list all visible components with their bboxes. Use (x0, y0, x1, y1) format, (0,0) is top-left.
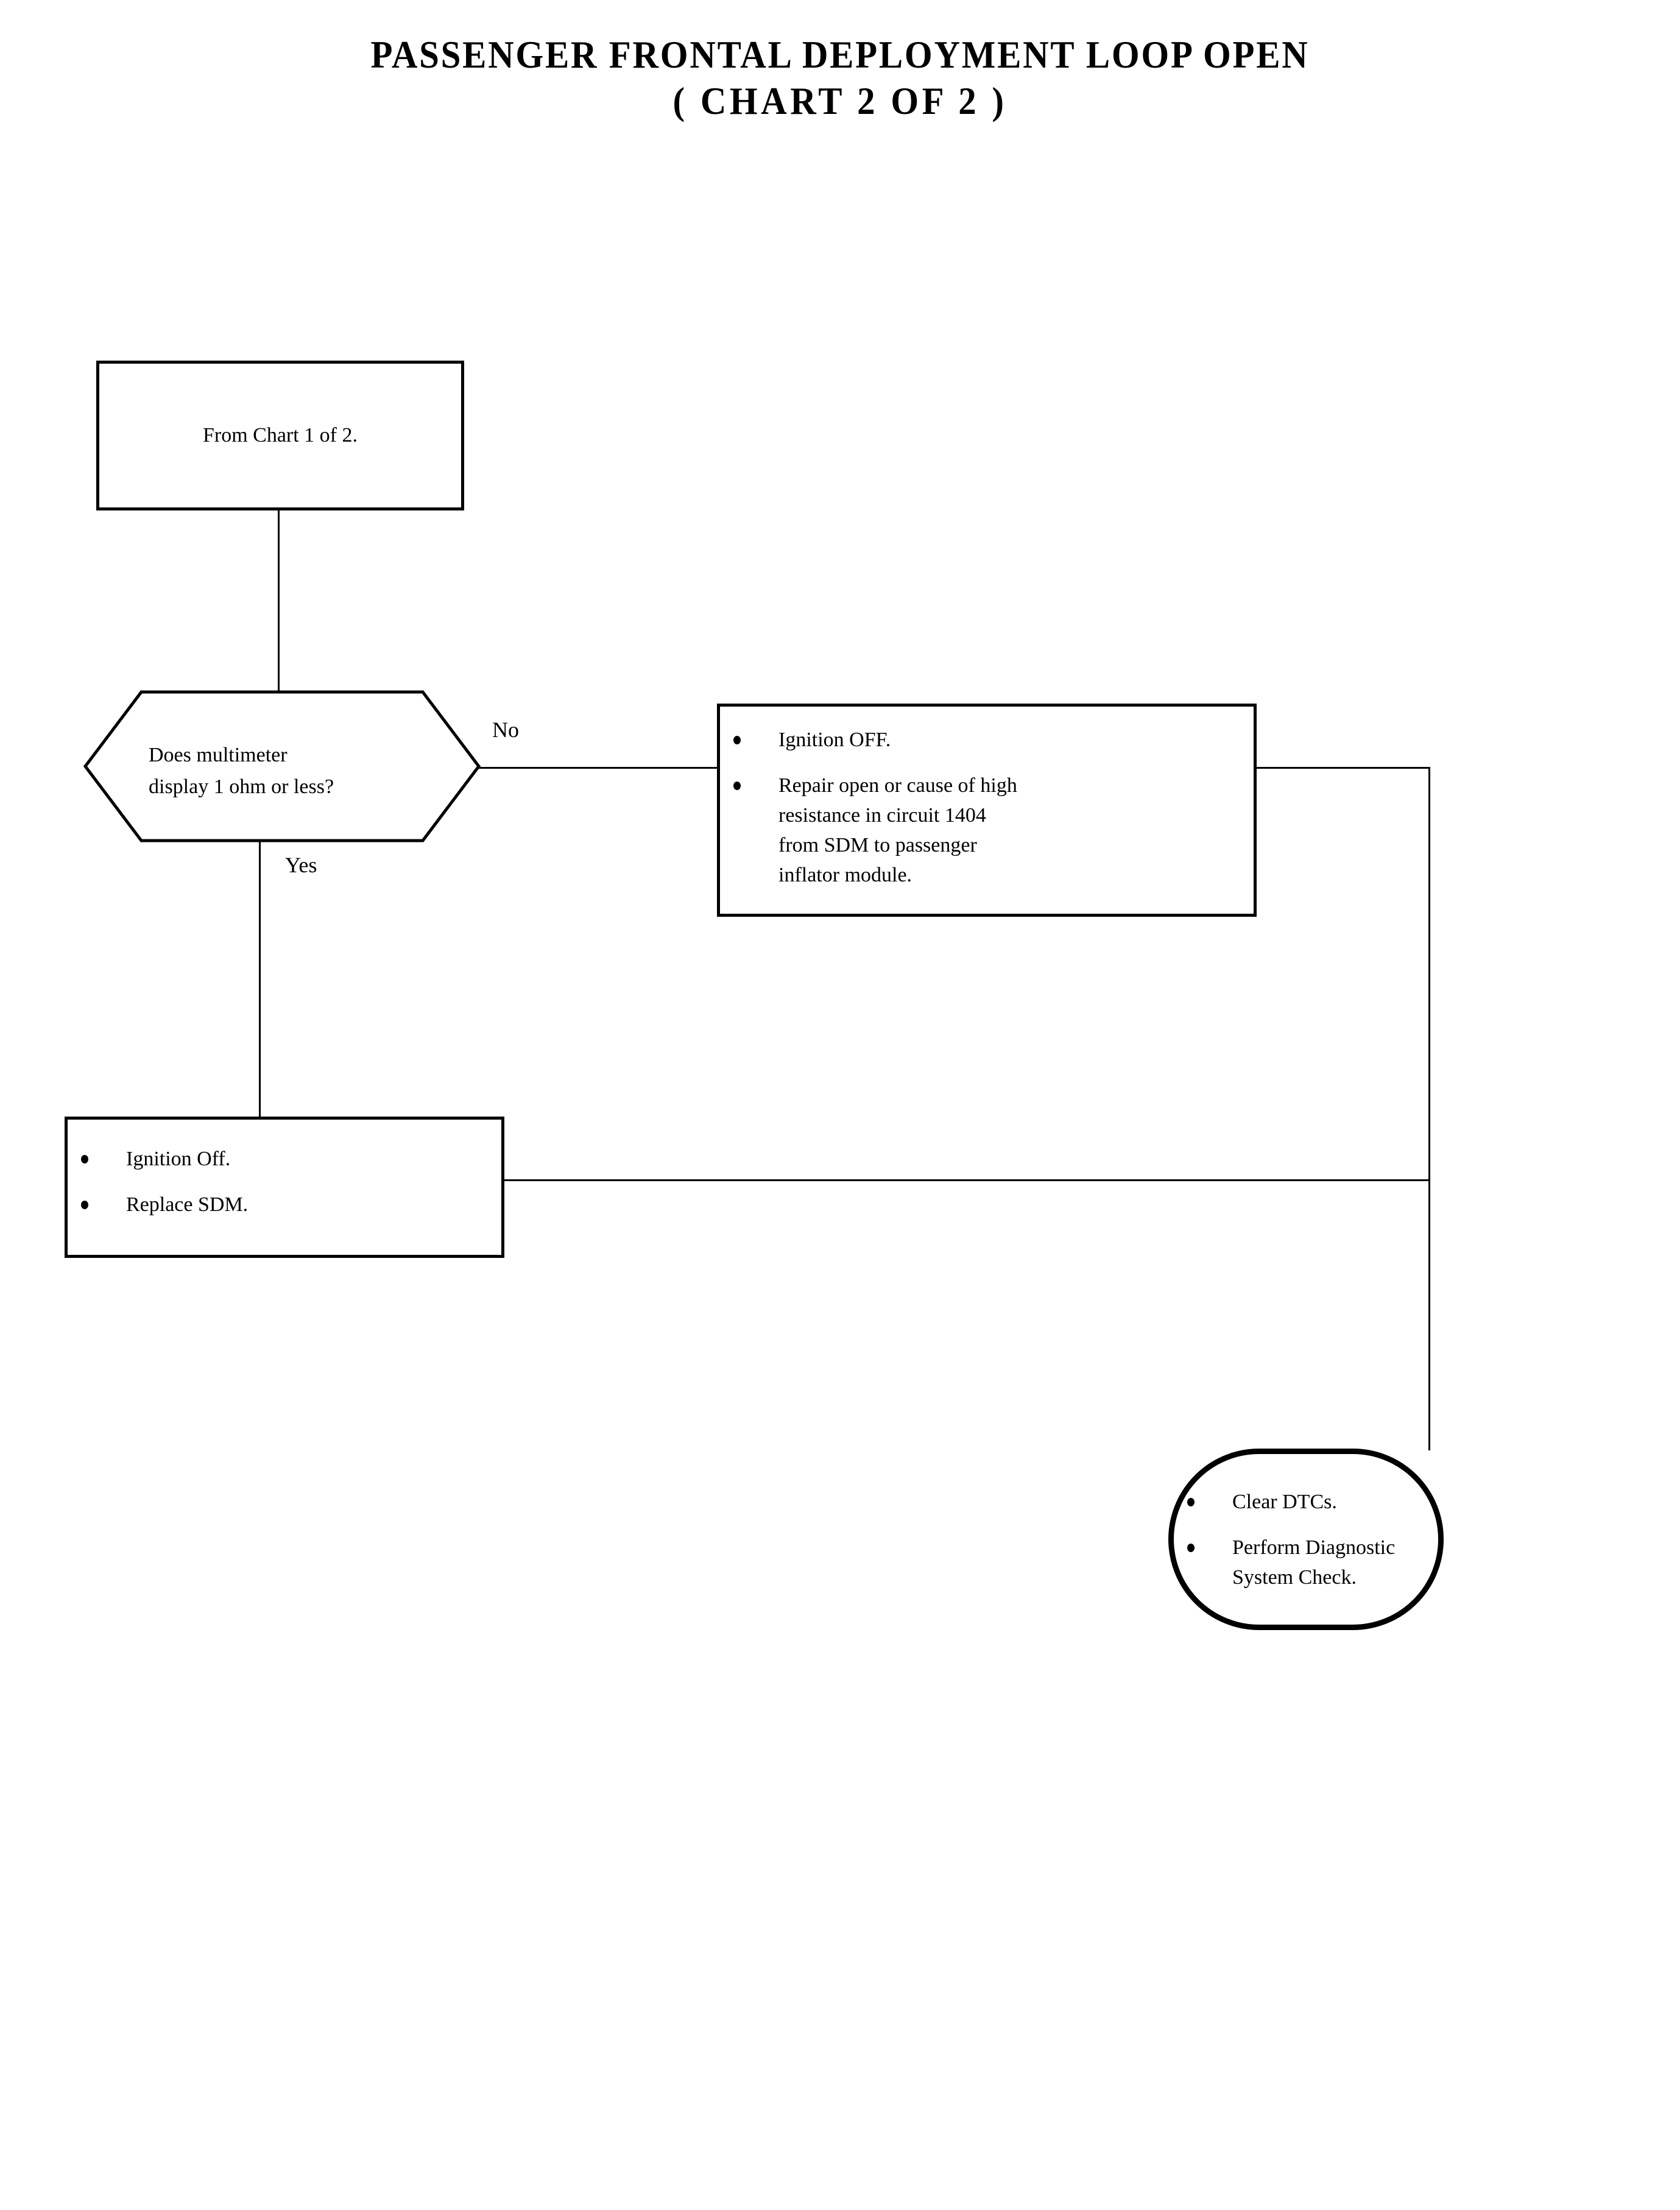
connector-decision-to-repair (478, 767, 718, 769)
node-decision-line-1: Does multimeter (149, 744, 288, 766)
node-replace-sdm-bullet-2: Replace SDM. (126, 1193, 249, 1216)
node-from-chart-1-label: From Chart 1 of 2. (202, 424, 358, 447)
node-finish-clear-dtcs[interactable]: Clear DTCs. Perform Diagnostic System Ch… (1168, 1449, 1444, 1630)
bullet-dot-icon (81, 1155, 88, 1163)
hexagon-shape (83, 690, 481, 842)
page-title: PASSENGER FRONTAL DEPLOYMENT LOOP OPEN (… (0, 32, 1680, 124)
connector-repair-to-rail (1255, 767, 1430, 769)
list-item: Clear DTCs. (1174, 1487, 1438, 1517)
page-title-line-2: ( CHART 2 OF 2 ) (672, 79, 1008, 122)
node-repair-open-bullet-2-line-1: Repair open or cause of high (778, 774, 1017, 797)
node-repair-open[interactable]: Ignition OFF. Repair open or cause of hi… (717, 704, 1257, 917)
list-item: Repair open or cause of high resistance … (720, 771, 1254, 890)
node-decision-text: Does multimeter display 1 ohm or less? (149, 740, 429, 803)
bullet-dot-icon (733, 736, 741, 744)
node-from-chart-1[interactable]: From Chart 1 of 2. (96, 361, 464, 510)
node-finish-list: Clear DTCs. Perform Diagnostic System Ch… (1174, 1487, 1438, 1592)
connector-rail-to-finish (1428, 767, 1430, 1450)
connector-replace-to-rail (504, 1179, 1430, 1181)
node-replace-sdm-bullet-1: Ignition Off. (126, 1148, 231, 1170)
bullet-dot-icon (1187, 1498, 1195, 1506)
connector-start-to-decision (278, 510, 280, 693)
node-repair-open-list: Ignition OFF. Repair open or cause of hi… (720, 725, 1254, 890)
edge-label-no: No (492, 718, 519, 742)
node-decision-multimeter[interactable]: Does multimeter display 1 ohm or less? (83, 690, 481, 843)
node-decision-line-2: display 1 ohm or less? (149, 775, 334, 798)
node-repair-open-bullet-2-line-3: from SDM to passenger (778, 834, 977, 856)
node-finish-bullet-1: Clear DTCs. (1232, 1491, 1337, 1513)
node-finish-bullet-2-line-2: System Check. (1232, 1566, 1357, 1589)
node-replace-sdm-list: Ignition Off. Replace SDM. (68, 1144, 501, 1220)
node-finish-bullet-2-line-1: Perform Diagnostic (1232, 1536, 1396, 1559)
edge-label-yes: Yes (285, 853, 317, 877)
list-item: Perform Diagnostic System Check. (1174, 1533, 1438, 1592)
bullet-dot-icon (81, 1201, 88, 1209)
list-item: Ignition OFF. (720, 725, 1254, 755)
connector-decision-to-replace (259, 841, 261, 1118)
bullet-dot-icon (733, 782, 741, 790)
node-repair-open-bullet-2-line-4: inflator module. (778, 864, 912, 886)
node-repair-open-bullet-1: Ignition OFF. (778, 729, 891, 751)
page-title-line-1: PASSENGER FRONTAL DEPLOYMENT LOOP OPEN (370, 33, 1310, 76)
list-item: Ignition Off. (68, 1144, 501, 1174)
node-replace-sdm[interactable]: Ignition Off. Replace SDM. (65, 1117, 504, 1258)
node-repair-open-bullet-2-line-2: resistance in circuit 1404 (778, 804, 986, 827)
bullet-dot-icon (1187, 1544, 1195, 1552)
list-item: Replace SDM. (68, 1190, 501, 1220)
